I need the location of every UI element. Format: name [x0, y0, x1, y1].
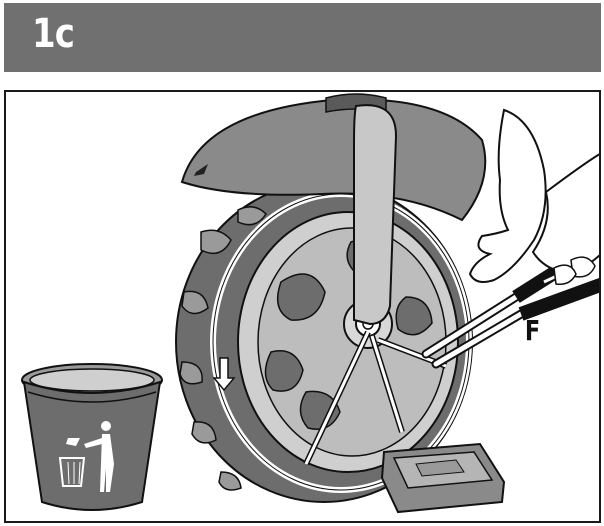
instruction-figure: F [4, 90, 601, 523]
fork-arm [353, 104, 398, 326]
direction-arrow-icon [212, 357, 236, 392]
removed-part [380, 442, 506, 514]
step-header: 1c [4, 3, 601, 72]
hand-icon [468, 108, 599, 286]
callout-label-f: F [524, 314, 541, 347]
fender-icon [180, 93, 487, 222]
illustration-canvas [21, 93, 599, 514]
trash-bin-icon [21, 363, 163, 511]
wheel-icon [175, 181, 473, 503]
direction-arrow-icon [194, 164, 208, 176]
dispose-person-icon [58, 421, 114, 492]
step-title: 1c [32, 11, 75, 57]
